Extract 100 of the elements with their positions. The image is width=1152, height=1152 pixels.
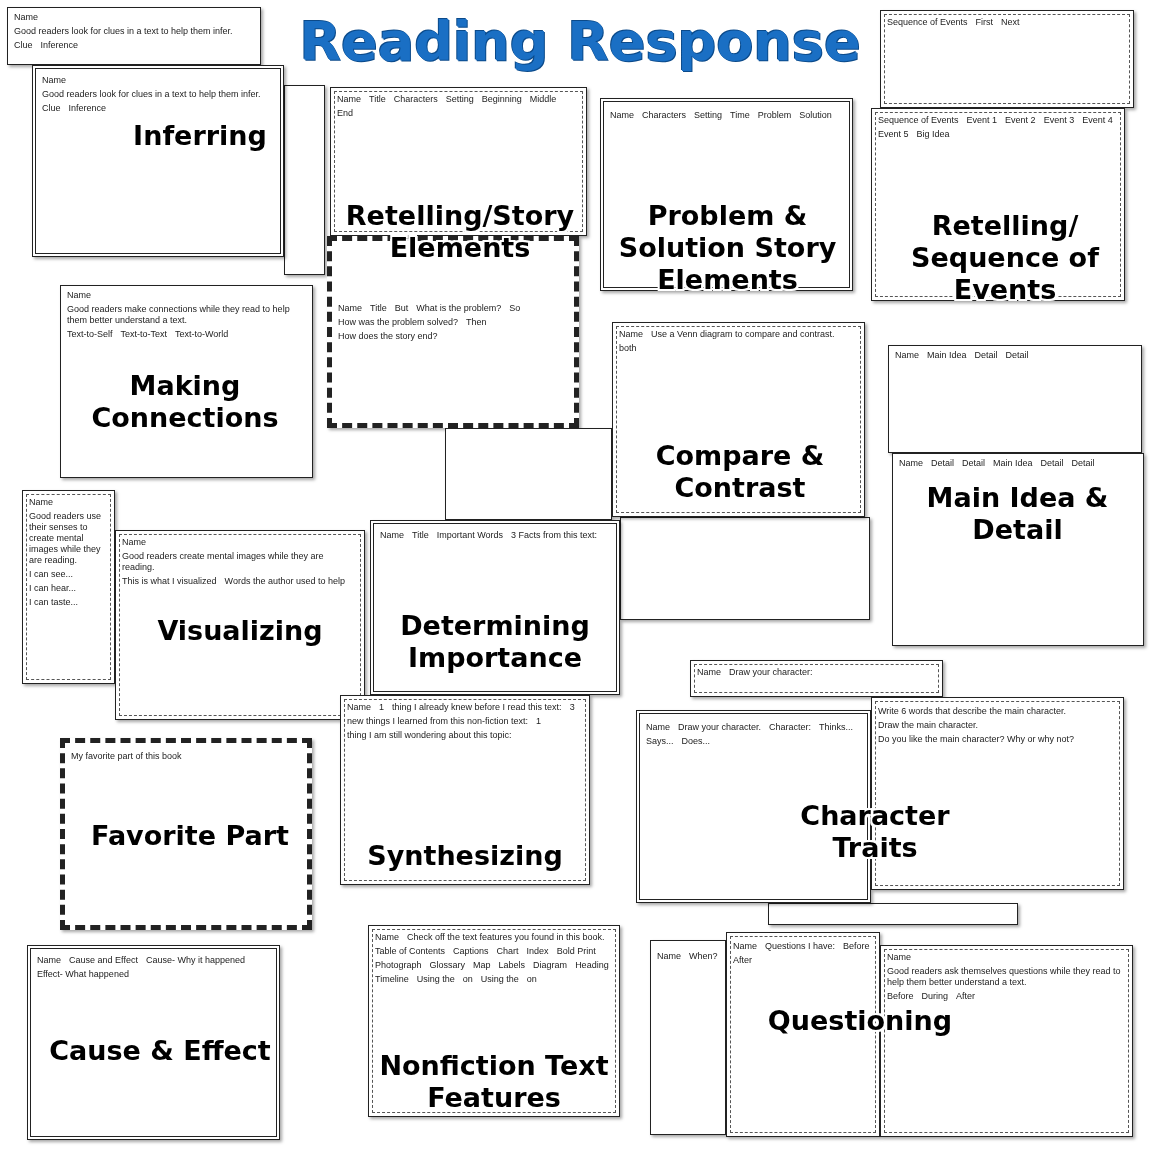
worksheet-text: This is what I visualized xyxy=(122,576,217,587)
worksheet-text: Effect- What happened xyxy=(37,969,129,980)
overlay-caption: Compare & Contrast xyxy=(654,440,826,504)
worksheet-page xyxy=(370,520,620,695)
worksheet-text: Main Idea xyxy=(993,458,1033,469)
worksheet-page xyxy=(340,695,590,885)
worksheet-text: Timeline xyxy=(375,974,409,985)
worksheet-text: Name xyxy=(895,350,919,361)
worksheet-text: Using the xyxy=(416,974,455,985)
worksheet-text: Inference xyxy=(40,40,79,51)
worksheet-text: I can see... xyxy=(29,569,74,580)
overlay-caption: Determining Importance xyxy=(399,610,591,674)
worksheet-text: Middle xyxy=(529,94,557,105)
worksheet-text: Detail xyxy=(1005,350,1029,361)
worksheet-text: I can taste... xyxy=(29,597,79,608)
worksheet-text: Questions I have: xyxy=(765,941,836,952)
worksheet-page xyxy=(330,87,587,236)
worksheet-text: Name xyxy=(619,329,643,340)
worksheet-text: Name xyxy=(657,951,681,962)
worksheet-text: Draw the main character. xyxy=(878,720,979,731)
worksheet-text: on xyxy=(526,974,537,985)
worksheet-text: Name xyxy=(375,932,399,943)
overlay-caption: Cause & Effect xyxy=(48,1035,272,1067)
worksheet-text: Write 6 words that describe the main character. xyxy=(878,706,1066,717)
worksheet-text: Detail xyxy=(962,458,986,469)
worksheet-text: Text-to-Self xyxy=(67,329,113,340)
worksheet-text: Good readers look for clues in a text to help them infer. xyxy=(14,26,233,37)
worksheet-text: Cause- Why it happened xyxy=(145,955,245,966)
worksheet-text: Name xyxy=(337,94,361,105)
worksheet-text: Labels xyxy=(498,960,526,971)
worksheet-text: Thinks... xyxy=(819,722,854,733)
worksheet-text: Beginning xyxy=(481,94,522,105)
worksheet-text: What is the problem? xyxy=(416,303,502,314)
worksheet-text: Sequence of Events xyxy=(887,17,968,28)
worksheet-page xyxy=(871,108,1125,301)
worksheet-text: Next xyxy=(1001,17,1020,28)
worksheet-text: Detail xyxy=(1071,458,1095,469)
worksheet-text: Good readers make connections while they read to help them better understand a text. xyxy=(67,304,291,326)
worksheet-text: Title xyxy=(370,303,387,314)
worksheet-text: Says... xyxy=(646,736,674,747)
worksheet-text: Using the xyxy=(480,974,519,985)
worksheet-page xyxy=(368,925,620,1117)
worksheet-text: Draw your character: xyxy=(729,667,813,678)
worksheet-text: Time xyxy=(730,110,750,121)
worksheet-page xyxy=(892,453,1144,646)
overlay-caption: Problem & Solution Story Elements xyxy=(617,200,838,296)
worksheet-text: Good readers look for clues in a text to help them infer. xyxy=(42,89,261,100)
worksheet-page xyxy=(650,940,726,1135)
worksheet-text: End xyxy=(337,108,353,119)
worksheet-text: Name xyxy=(14,12,38,23)
worksheet-page xyxy=(284,85,325,275)
worksheet-text: Name xyxy=(646,722,670,733)
worksheet-text: Good readers use their senses to create mental images while they are reading. xyxy=(29,511,103,566)
worksheet-page xyxy=(888,345,1142,453)
worksheet-text: My favorite part of this book xyxy=(71,751,182,762)
worksheet-text: Important Words xyxy=(436,530,504,541)
worksheet-page xyxy=(768,903,1018,925)
worksheet-text: thing I am still wondering about this topic: xyxy=(347,730,512,741)
worksheet-text: Characters xyxy=(393,94,438,105)
worksheet-page xyxy=(600,98,853,291)
overlay-caption: Nonfiction Text Features xyxy=(378,1050,610,1114)
worksheet-text: Name xyxy=(42,75,66,86)
worksheet-text: Do you like the main character? Why or why not? xyxy=(878,734,1075,745)
worksheet-page xyxy=(22,490,115,684)
worksheet-text: Name xyxy=(610,110,634,121)
worksheet-text: Words the author used to help xyxy=(224,576,345,587)
worksheet-text: Text-to-World xyxy=(175,329,229,340)
worksheet-text: Event 5 xyxy=(878,129,909,140)
worksheet-text: Inference xyxy=(68,103,107,114)
worksheet-text: Main Idea xyxy=(927,350,967,361)
worksheet-text: Title xyxy=(369,94,386,105)
worksheet-text: Name xyxy=(887,952,911,963)
worksheet-page xyxy=(60,738,312,930)
worksheet-text: Name xyxy=(733,941,757,952)
worksheet-text: Detail xyxy=(931,458,955,469)
worksheet-page xyxy=(327,236,579,428)
worksheet-text: Event 1 xyxy=(966,115,998,126)
worksheet-text: Good readers create mental images while they are reading. xyxy=(122,551,325,573)
worksheet-text: Map xyxy=(473,960,491,971)
worksheet-text: Then xyxy=(466,317,487,328)
worksheet-text: Name xyxy=(37,955,61,966)
overlay-caption: Synthesizing xyxy=(366,840,564,872)
worksheet-page xyxy=(445,428,612,520)
overlay-caption: Making Connections xyxy=(90,370,280,434)
worksheet-page xyxy=(60,285,313,478)
worksheet-text: new things I learned from this non-fiction text: xyxy=(347,716,529,727)
worksheet-text: After xyxy=(956,991,976,1002)
worksheet-text: Name xyxy=(122,537,146,548)
worksheet-text: Characters xyxy=(642,110,687,121)
worksheet-text: both xyxy=(619,343,637,354)
overlay-caption: Main Idea & Detail xyxy=(925,482,1110,546)
worksheet-page xyxy=(880,10,1134,108)
worksheet-text: Character: xyxy=(769,722,812,733)
worksheet-text: Text-to-Text xyxy=(120,329,168,340)
worksheet-text: Big Idea xyxy=(916,129,950,140)
worksheet-text: Before xyxy=(887,991,914,1002)
worksheet-text: Clue xyxy=(42,103,61,114)
worksheet-page xyxy=(32,65,284,257)
overlay-caption: Visualizing xyxy=(156,615,324,647)
worksheet-text: Good readers ask themselves questions while they read to help them better understand a text. xyxy=(887,966,1122,988)
